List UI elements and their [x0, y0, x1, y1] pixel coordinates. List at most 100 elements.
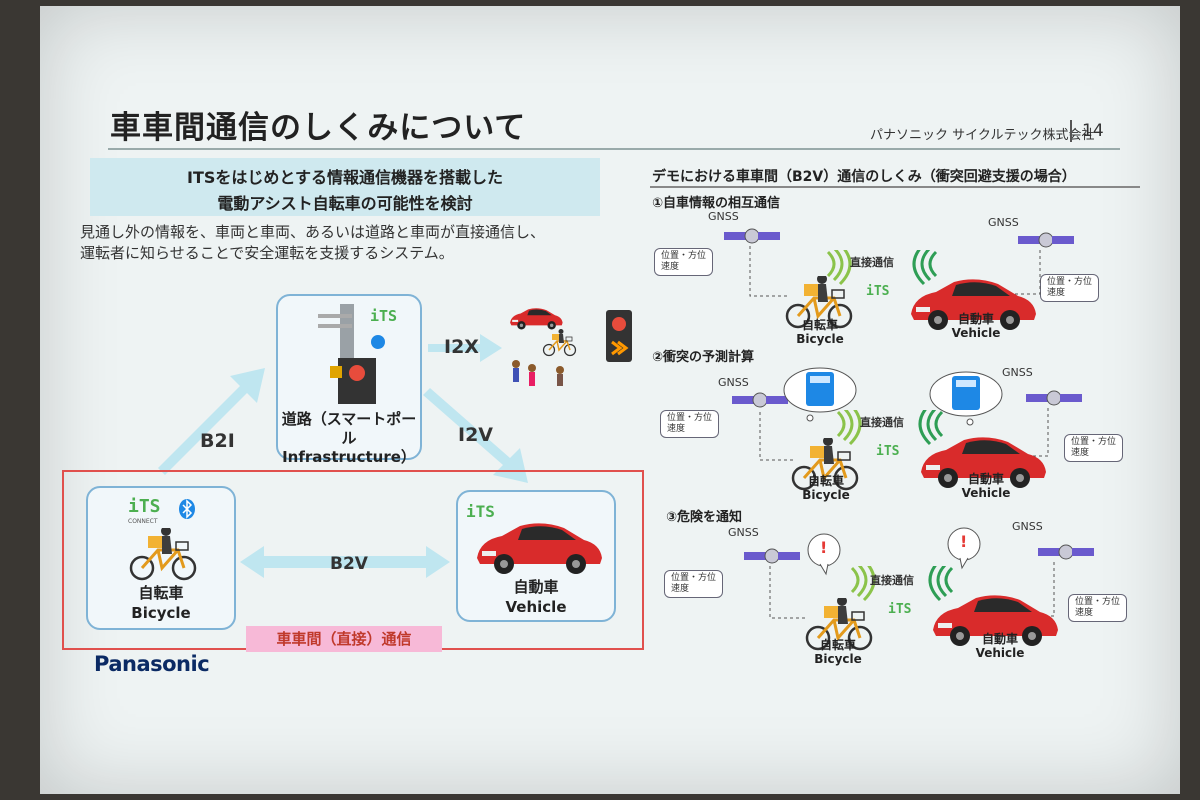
title-underline	[108, 148, 1120, 150]
speed-line: 速度	[1047, 288, 1066, 298]
step-3-scene: GNSS GNSS ! ! 位置・方位 速度 位置・方位 速度 直接通信 iT	[640, 518, 1140, 668]
bluetooth-icon	[179, 499, 195, 519]
position-callout: 位置・方位 速度	[1068, 594, 1128, 622]
banner-line-2: 電動アシスト自転車の可能性を検討	[217, 194, 473, 213]
gnss-label: GNSS	[988, 216, 1019, 229]
bicycle-label-jp: 自転車	[807, 474, 844, 488]
b2i-arrow	[158, 368, 265, 475]
vehicle-label-jp: 自動車	[981, 632, 1018, 646]
vehicle-label-en: Vehicle	[951, 326, 1001, 340]
calculator-cloud-icon	[929, 371, 1003, 426]
its-logo: iTS	[128, 496, 161, 517]
vehicle-label: 自動車 Vehicle	[946, 312, 1006, 340]
banner-line-1: ITSをはじめとする情報通信機器を搭載した	[187, 168, 503, 187]
its-logo: iTS	[876, 444, 900, 459]
infrastructure-label-jp: 道路（スマートポール	[281, 410, 417, 447]
position-callout: 位置・方位 速度	[664, 570, 724, 598]
link-lines	[749, 246, 1041, 297]
bicycle-label-jp: 自転車	[801, 318, 838, 332]
step-1-label: ①自車情報の相互通信	[652, 196, 781, 211]
bicycle-label-jp: 自転車	[138, 584, 184, 602]
gnss-label: GNSS	[728, 526, 759, 539]
i2x-label: I2X	[444, 336, 479, 358]
position-line: 位置・方位	[1075, 597, 1121, 607]
infrastructure-node: iTS 道路（スマートポール Infrastructure）	[276, 294, 422, 466]
gnss-label: GNSS	[708, 210, 739, 223]
gnss-label: GNSS	[1012, 520, 1043, 533]
direct-comm-label: 直接通信	[850, 256, 894, 269]
vehicle-label: 自動車 Vehicle	[970, 632, 1030, 660]
vehicle-its-logo: iTS	[466, 502, 495, 521]
gnss-label: GNSS	[718, 376, 749, 389]
lead-line-1: 見通し外の情報を、車両と車両、あるいは道路と車両が直接通信し、	[80, 223, 546, 241]
left-diagram-arrows	[158, 334, 528, 578]
b2v-arrow	[240, 546, 450, 578]
step-2-scene: GNSS GNSS 位置・方位 速度 位置・方位 速度	[640, 362, 1140, 502]
vehicle-label-jp: 自動車	[967, 472, 1004, 486]
calculator-cloud-icon	[783, 367, 857, 422]
step-3-label: ③危険を通知	[666, 510, 743, 525]
direct-comm-label: 直接通信	[870, 574, 914, 587]
bicycle-label: 自転車 Bicycle	[790, 318, 850, 346]
direct-comm-label: 直接通信	[860, 416, 904, 429]
speed-line: 速度	[1075, 608, 1094, 618]
position-callout: 位置・方位 速度	[654, 248, 714, 276]
position-line: 位置・方位	[661, 251, 707, 261]
right-diagram-title: デモにおける車車間（B2V）通信のしくみ（衝突回避支援の場合）	[652, 169, 1076, 185]
lead-line-2: 運転者に知らせることで安全運転を支援するシステム。	[80, 244, 454, 262]
alert-mark: !	[820, 538, 828, 557]
its-logo: iTS	[888, 602, 912, 617]
slide: 車車間通信のしくみについて パナソニック サイクルテック株式会社 14 ITSを…	[40, 6, 1180, 794]
position-line: 位置・方位	[1047, 277, 1093, 287]
vehicle-label-jp: 自動車	[957, 312, 994, 326]
position-line: 位置・方位	[667, 413, 713, 423]
position-line: 位置・方位	[671, 573, 717, 583]
speed-line: 速度	[667, 424, 686, 434]
company-name: パナソニック サイクルテック株式会社	[870, 128, 1095, 143]
vehicle-label-jp: 自動車	[513, 578, 559, 596]
page-number: 14	[1082, 121, 1104, 141]
bicycle-label-en: Bicycle	[131, 604, 191, 622]
i2v-label: I2V	[458, 424, 493, 446]
panasonic-logo: Panasonic	[94, 652, 210, 676]
alert-bubble-icon	[947, 527, 981, 570]
alert-bubble-icon	[807, 533, 841, 576]
smart-pole-icon: iTS	[318, 304, 397, 404]
bicycle-label: 自転車 Bicycle	[808, 638, 868, 666]
header-separator	[1070, 120, 1072, 142]
slide-title: 車車間通信のしくみについて	[110, 110, 527, 146]
bicycle-label-en: Bicycle	[814, 652, 862, 666]
position-callout: 位置・方位 速度	[1040, 274, 1100, 302]
b2i-label: B2I	[200, 430, 235, 452]
i2x-targets-icon	[510, 308, 632, 386]
position-callout: 位置・方位 速度	[660, 410, 720, 438]
vehicle-label: 自動車 Vehicle	[956, 472, 1016, 500]
vehicle-node: iTS 自動車 Vehicle	[456, 490, 616, 622]
i2v-arrow	[423, 388, 528, 483]
bicycle-label: 自転車 Bicycle	[796, 474, 856, 502]
its-logo: iTS	[866, 284, 890, 299]
i2x-arrow	[428, 334, 502, 362]
vehicle-label-en: Vehicle	[961, 486, 1011, 500]
link-lines	[759, 408, 1049, 461]
lead-text: 見通し外の情報を、車両と車両、あるいは道路と車両が直接通信し、 運転者に知らせる…	[80, 222, 640, 264]
infrastructure-label-en: Infrastructure）	[282, 448, 416, 466]
bicycle-label-en: Bicycle	[796, 332, 844, 346]
step-1-scene: GNSS GNSS 位置・方位 速度 位置・方位 速度 直接通信 iTS 自転車…	[640, 206, 1140, 346]
vehicle-label-en: Vehicle	[505, 598, 567, 616]
link-lines	[769, 562, 1055, 619]
step-2-label: ②衝突の予測計算	[652, 350, 755, 365]
bicycle-node: iTS CONNECT 自転車 Bicycle	[86, 486, 236, 630]
headline-banner: ITSをはじめとする情報通信機器を搭載した 電動アシスト自転車の可能性を検討	[90, 158, 600, 216]
its-sub: CONNECT	[128, 518, 158, 525]
v2v-label: 車車間（直接）通信	[246, 626, 442, 652]
speed-line: 速度	[671, 584, 690, 594]
right-title-underline	[650, 186, 1140, 188]
b2v-label: B2V	[330, 554, 368, 574]
car-icon	[477, 523, 602, 574]
bicycle-label-en: Bicycle	[802, 488, 850, 502]
gnss-label: GNSS	[1002, 366, 1033, 379]
alert-mark: !	[960, 532, 968, 551]
vehicle-label-en: Vehicle	[975, 646, 1025, 660]
position-line: 位置・方位	[1071, 437, 1117, 447]
